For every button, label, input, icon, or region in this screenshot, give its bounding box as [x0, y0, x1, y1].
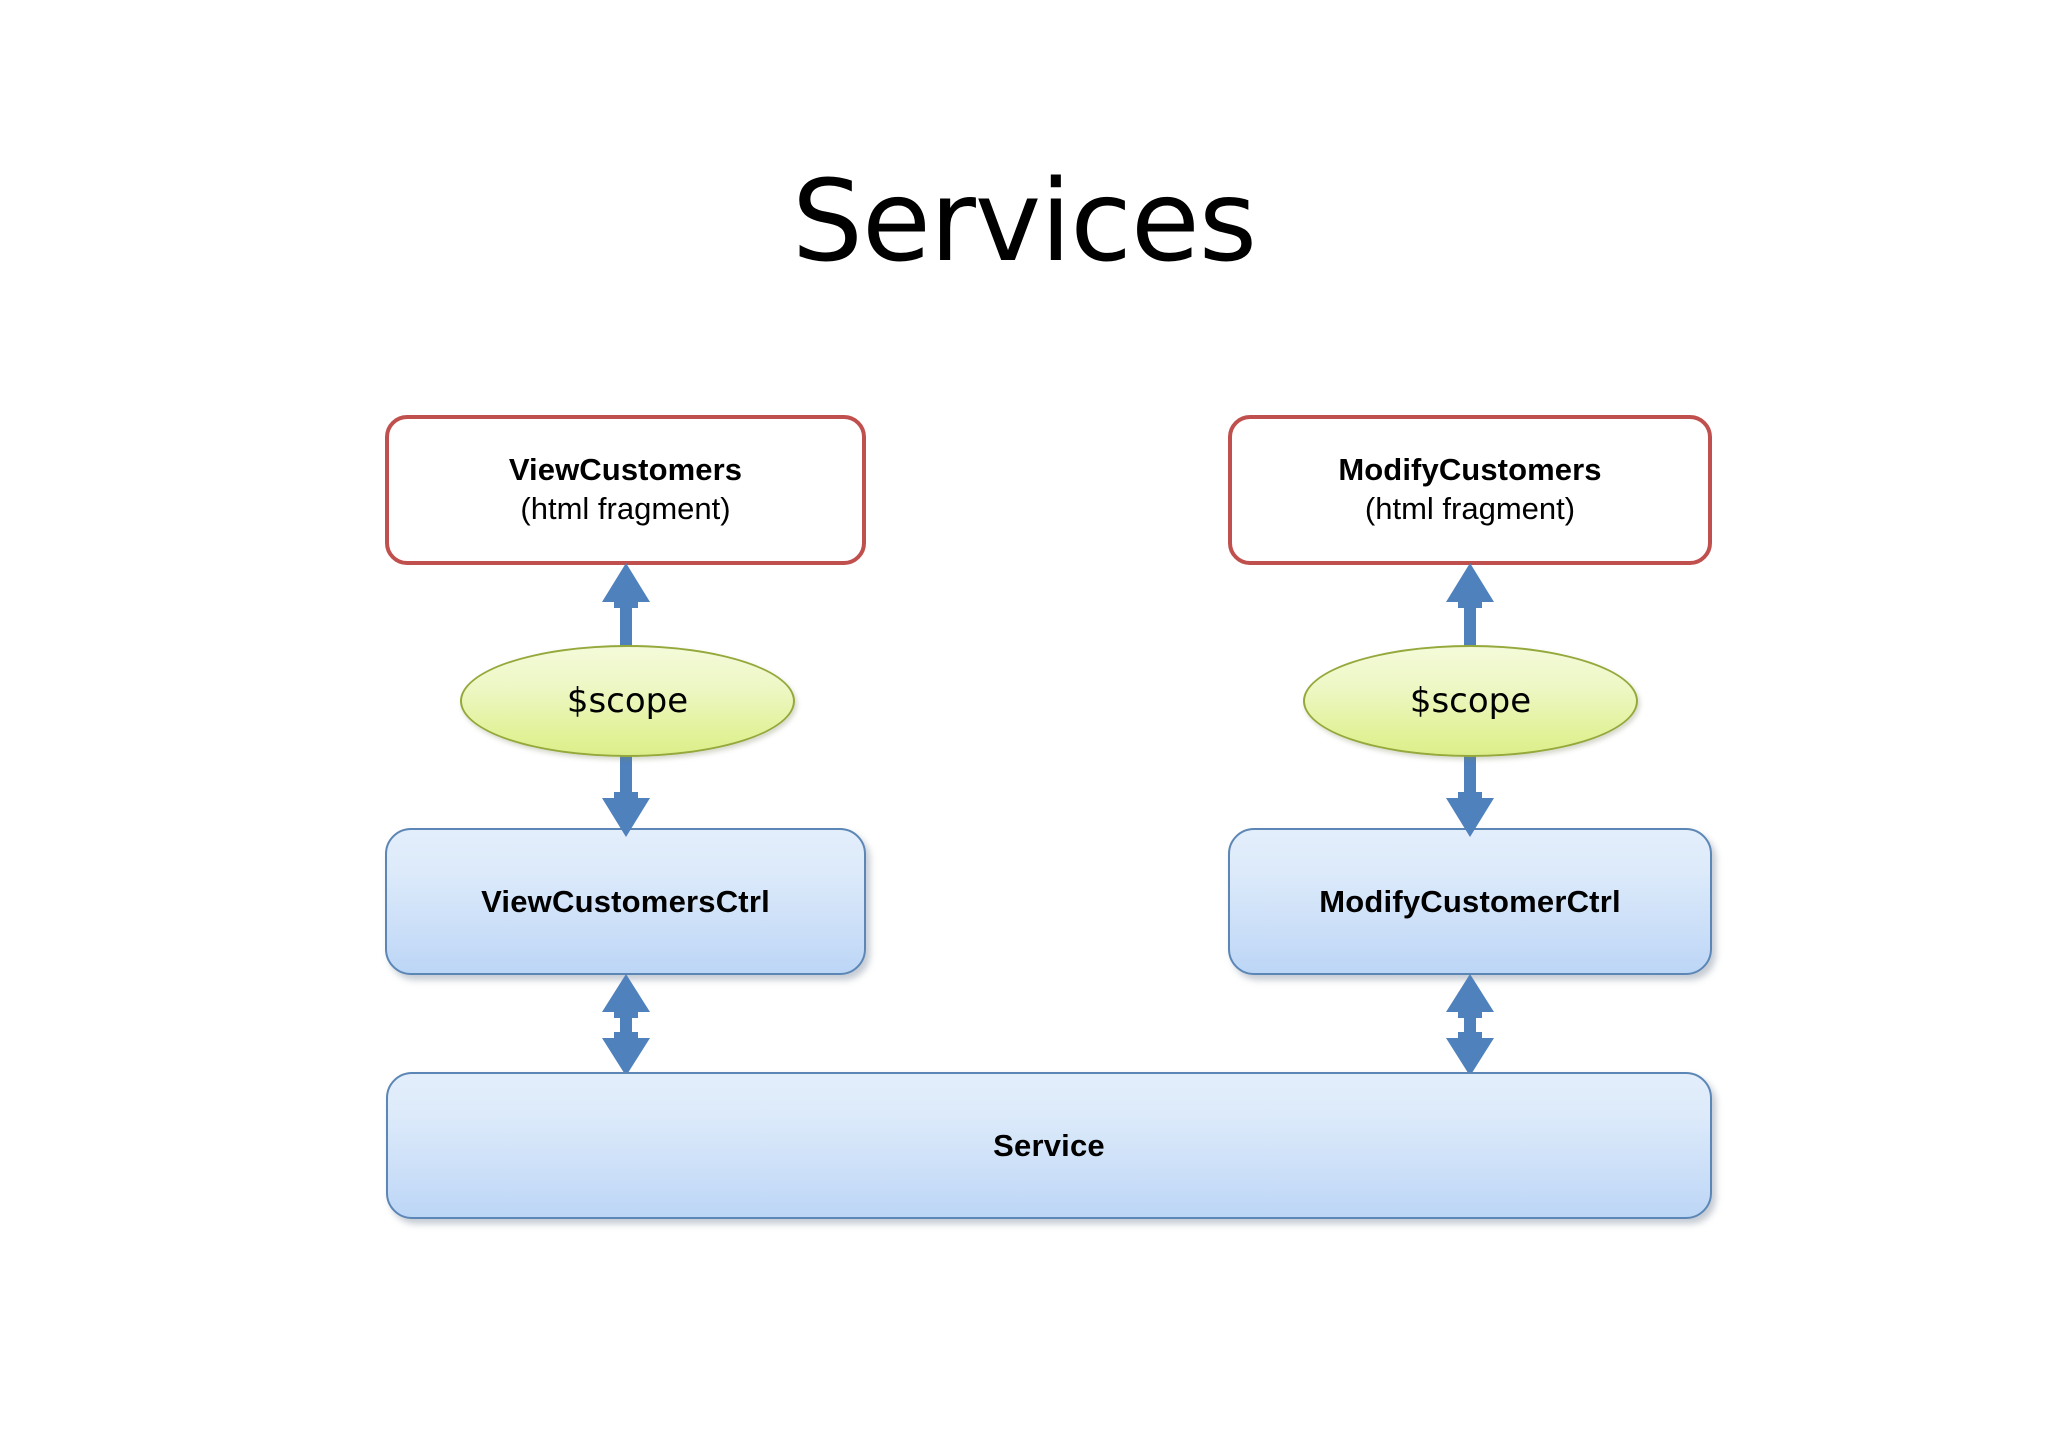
- view-box-subtitle: (html fragment): [520, 491, 731, 526]
- view-box-modifycustomers[interactable]: ModifyCustomers (html fragment): [1228, 415, 1712, 565]
- view-box-title: ViewCustomers: [508, 452, 743, 488]
- controller-label: ViewCustomersCtrl: [481, 883, 770, 919]
- view-box-title: ModifyCustomers: [1338, 452, 1602, 488]
- service-label: Service: [993, 1127, 1105, 1163]
- connector-controller-to-service-left: [588, 972, 664, 1078]
- scope-label: $scope: [566, 681, 689, 721]
- page-title: Services: [791, 157, 1257, 287]
- view-box-subtitle: (html fragment): [1364, 491, 1576, 526]
- scope-ellipse-left[interactable]: $scope: [460, 645, 795, 757]
- scope-ellipse-right[interactable]: $scope: [1303, 645, 1638, 757]
- controller-label: ModifyCustomerCtrl: [1319, 883, 1621, 919]
- scope-label: $scope: [1409, 681, 1532, 721]
- view-box-viewcustomers[interactable]: ViewCustomers (html fragment): [385, 415, 866, 565]
- controller-box-modifycustomerctrl[interactable]: ModifyCustomerCtrl: [1228, 828, 1712, 975]
- service-bar[interactable]: Service: [386, 1072, 1712, 1219]
- controller-box-viewcustomersctrl[interactable]: ViewCustomersCtrl: [385, 828, 866, 975]
- connector-controller-to-service-right: [1432, 972, 1508, 1078]
